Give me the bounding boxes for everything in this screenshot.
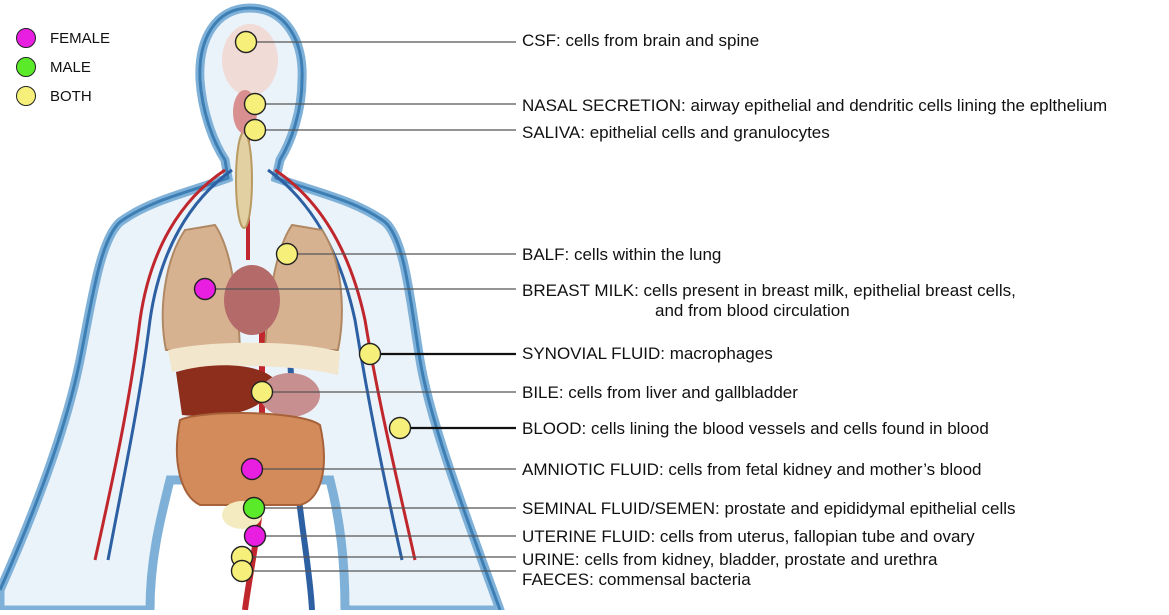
label-breast-milk: BREAST MILK: cells present in breast mil… [522, 281, 1016, 321]
label-blood: BLOOD: cells lining the blood vessels an… [522, 419, 989, 439]
marker-csf [236, 32, 257, 53]
label-bile: BILE: cells from liver and gallbladder [522, 383, 798, 403]
label-saliva: SALIVA: epithelial cells and granulocyte… [522, 123, 830, 143]
legend-label-both: BOTH [50, 88, 92, 105]
male-swatch [16, 57, 36, 77]
both-swatch [16, 86, 36, 106]
label-csf: CSF: cells from brain and spine [522, 31, 759, 51]
marker-uterine-fluid [245, 526, 266, 547]
label-nasal-secretion: NASAL SECRETION: airway epithelial and d… [522, 96, 1107, 116]
label-breast-milk-line1: BREAST MILK: cells present in breast mil… [522, 281, 1016, 300]
label-uterine-fluid: UTERINE FLUID: cells from uterus, fallop… [522, 527, 975, 547]
marker-nasal-secretion [245, 94, 266, 115]
marker-breast-milk [195, 279, 216, 300]
marker-bile [252, 382, 273, 403]
label-amniotic-fluid: AMNIOTIC FLUID: cells from fetal kidney … [522, 460, 981, 480]
marker-seminal-fluid [244, 498, 265, 519]
label-faeces: FAECES: commensal bacteria [522, 570, 751, 590]
label-urine: URINE: cells from kidney, bladder, prost… [522, 550, 937, 570]
label-balf: BALF: cells within the lung [522, 245, 721, 265]
label-synovial-fluid: SYNOVIAL FLUID: macrophages [522, 344, 773, 364]
marker-blood [390, 418, 411, 439]
legend-label-female: FEMALE [50, 30, 110, 47]
marker-synovial-fluid [360, 344, 381, 365]
legend-label-male: MALE [50, 59, 91, 76]
label-breast-milk-line2: and from blood circulation [522, 301, 1016, 321]
marker-faeces [232, 561, 253, 582]
marker-saliva [245, 120, 266, 141]
marker-amniotic-fluid [242, 459, 263, 480]
marker-balf [277, 244, 298, 265]
female-swatch [16, 28, 36, 48]
label-seminal-fluid: SEMINAL FLUID/SEMEN: prostate and epidid… [522, 499, 1016, 519]
